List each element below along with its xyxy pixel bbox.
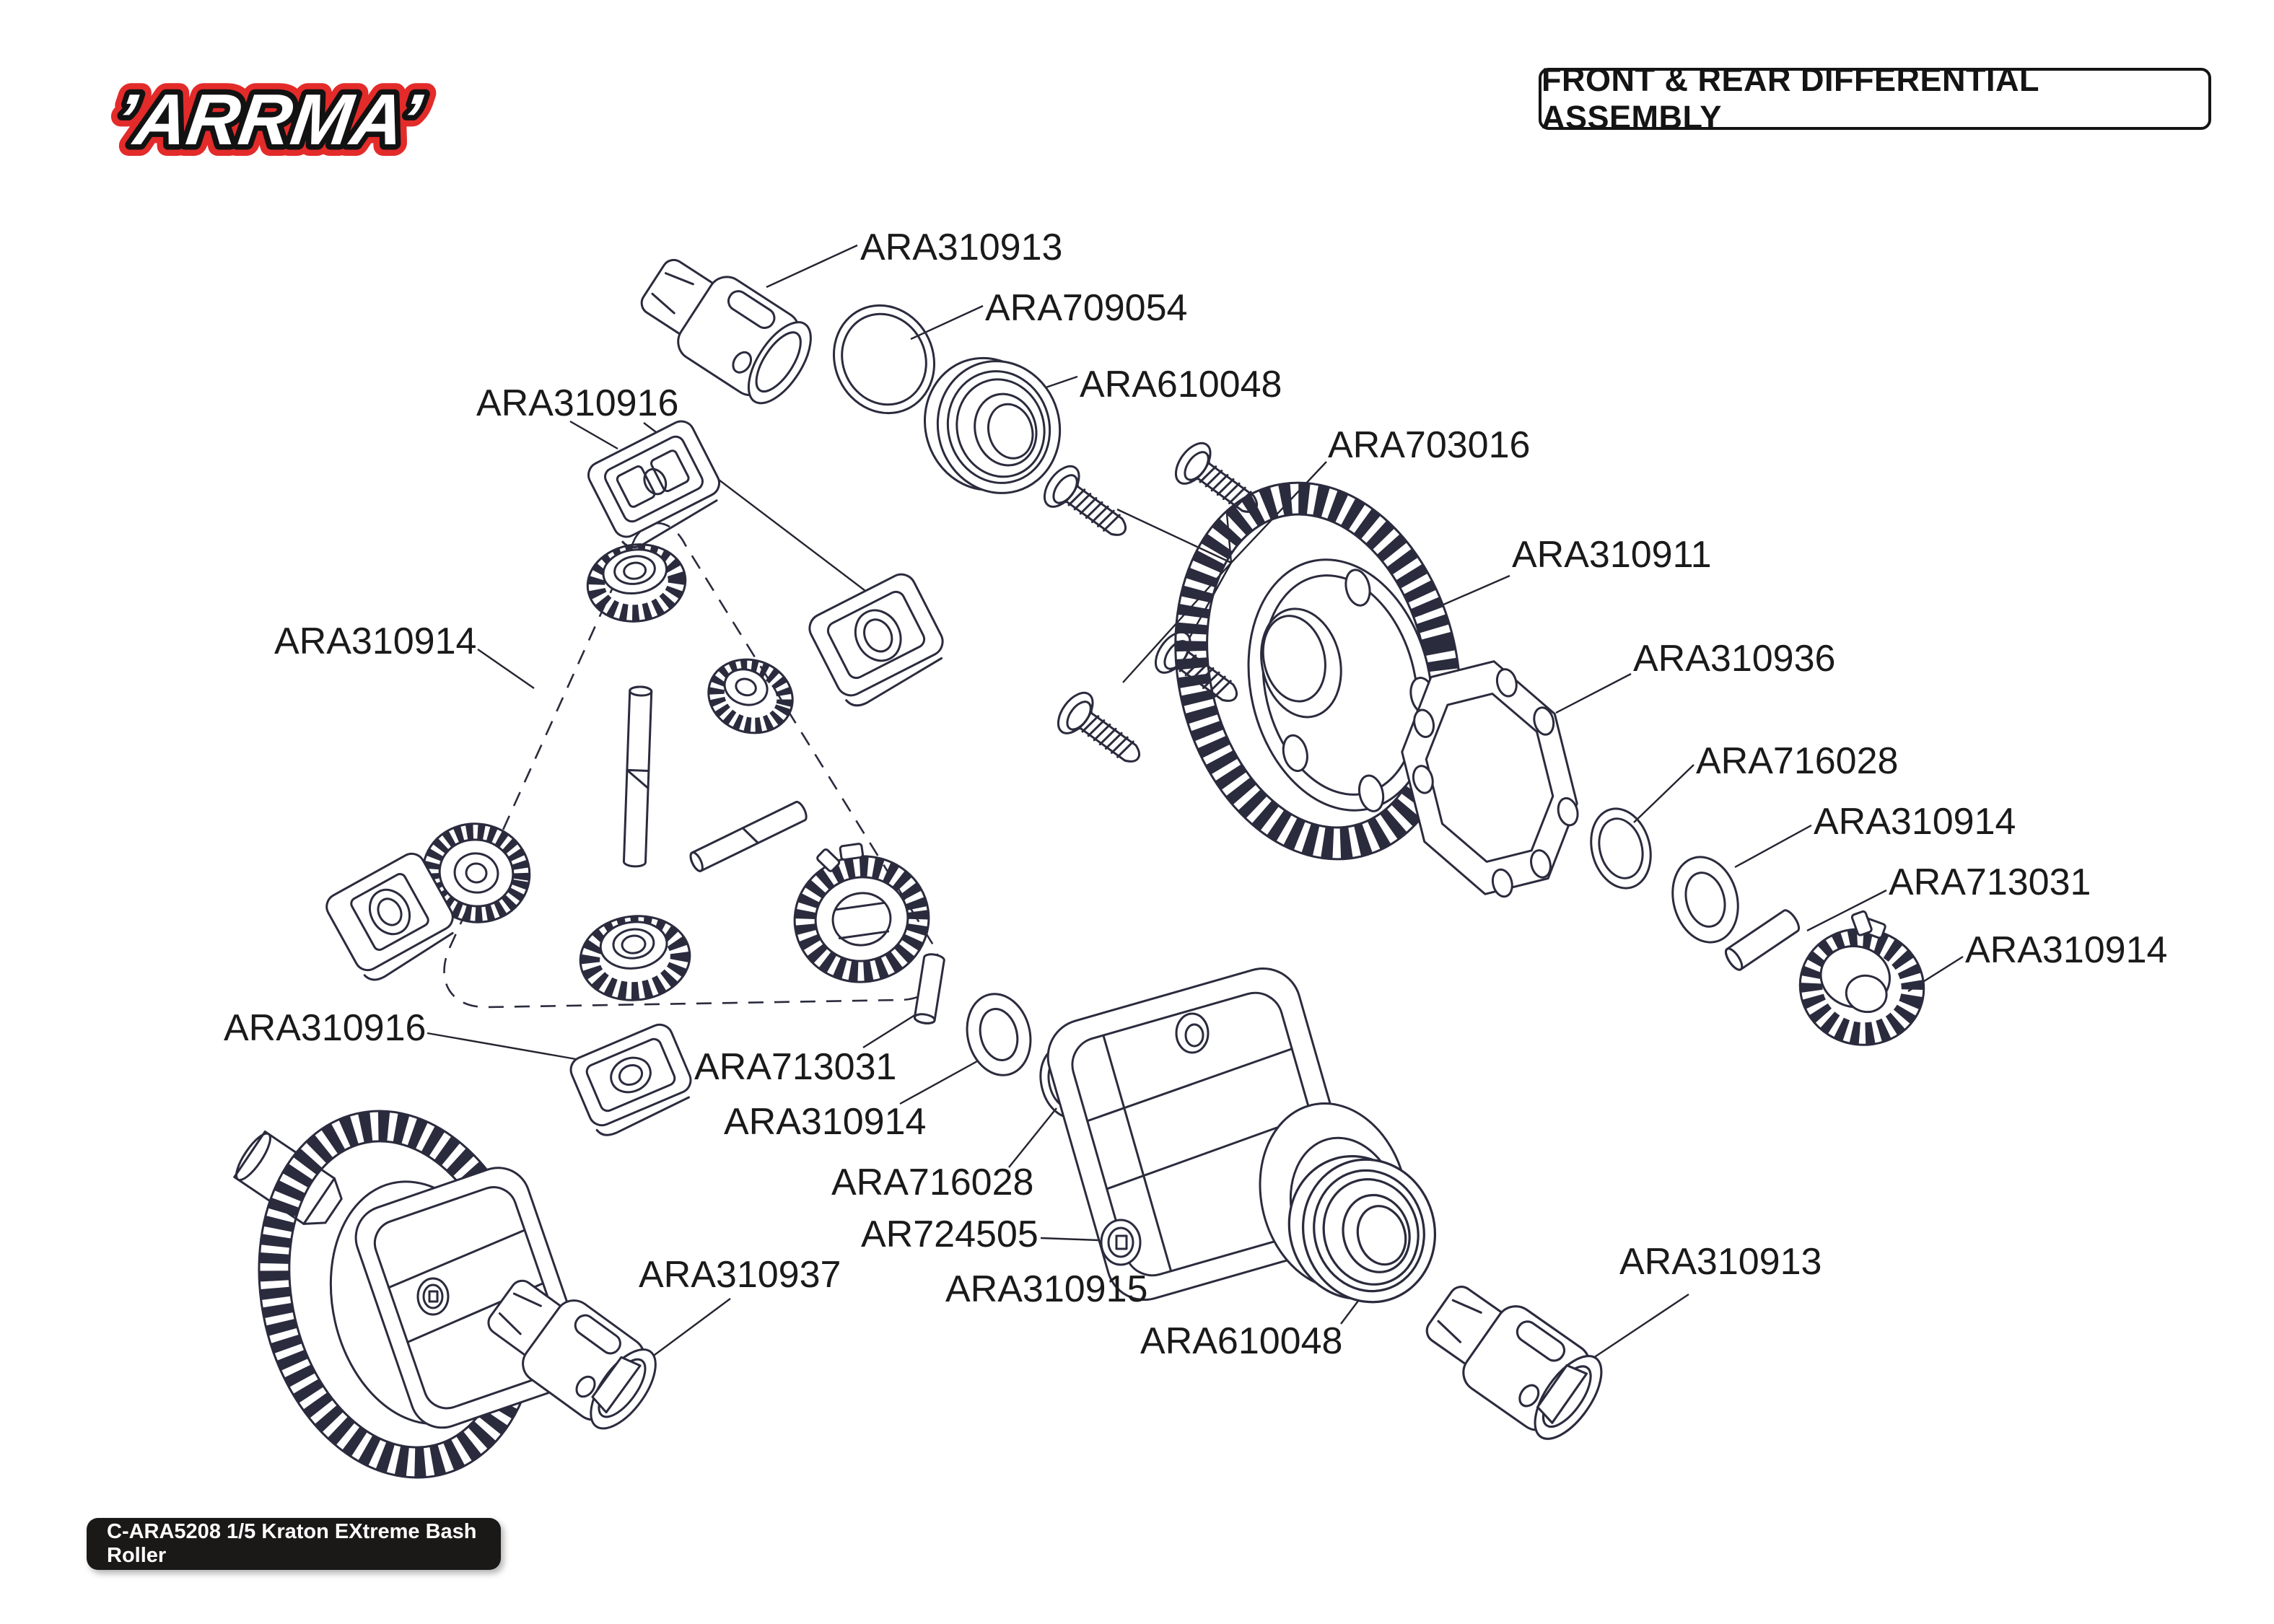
bevel-gear-bottom-drawing <box>579 915 691 1001</box>
part-label-ara310914-left: ARA310914 <box>274 620 477 662</box>
cross-pin-drawing <box>689 801 808 872</box>
assembled-diff-drawing <box>233 1110 669 1479</box>
pad-block-bottom-drawing <box>569 1023 692 1136</box>
screw-4-drawing <box>1147 625 1251 718</box>
page-title-box: FRONT & REAR DIFFERENTIAL ASSEMBLY <box>1539 61 2211 136</box>
screw-3-drawing <box>1050 685 1153 778</box>
kit-badge: C-ARA5208 1/5 Kraton EXtreme Bash Roller <box>87 1518 501 1570</box>
spline-output-gear-drawing <box>793 843 930 983</box>
bevel-pinion-top-drawing <box>586 543 687 623</box>
part-label-ara709054: ARA709054 <box>985 287 1188 329</box>
set-screw-drawing <box>1100 1219 1142 1266</box>
pin-right-drawing <box>1724 909 1801 971</box>
logo-outline-red: ’ARRMA’ <box>110 79 427 159</box>
part-label-ara310914-center: ARA310914 <box>724 1101 927 1143</box>
washer-right-drawing <box>1671 856 1739 944</box>
pad-block-right-drawing <box>808 573 944 707</box>
arrma-logo: ’ARRMA’ ’ARRMA’ ’ARRMA’ <box>98 68 439 171</box>
part-label-ara713031-center: ARA713031 <box>694 1046 897 1088</box>
part-label-ara713031-right: ARA713031 <box>1889 861 2091 903</box>
part-label-ara610048-bottom: ARA610048 <box>1140 1320 1343 1362</box>
pin-center-drawing <box>913 953 945 1024</box>
page-title: FRONT & REAR DIFFERENTIAL ASSEMBLY <box>1541 61 2039 136</box>
part-label-ara310913-bottom: ARA310913 <box>1619 1241 1822 1283</box>
washer-center-drawing <box>966 993 1032 1076</box>
part-label-ara310937: ARA310937 <box>639 1254 841 1296</box>
part-label-ara310915: ARA310915 <box>945 1268 1148 1310</box>
part-label-ara310916-top: ARA310916 <box>476 382 679 424</box>
ring-gear-drawing <box>1174 481 1461 861</box>
part-label-ara703016: ARA703016 <box>1328 424 1531 466</box>
screw-1-drawing <box>1036 459 1140 552</box>
part-label-ara310913-top: ARA310913 <box>860 227 1063 268</box>
pad-block-top-drawing <box>587 420 720 549</box>
gasket-drawing <box>1401 660 1579 898</box>
part-label-ara310914-far-right: ARA310914 <box>1965 929 2168 971</box>
part-label-ara310916-bottom: ARA310916 <box>224 1007 427 1049</box>
drive-cup-bottom-drawing <box>1412 1267 1616 1451</box>
shim-right-drawing <box>1590 807 1652 890</box>
part-label-ara310911: ARA310911 <box>1512 534 1712 576</box>
bevel-gear-mid-drawing <box>707 658 794 734</box>
bevel-gear-far-right-drawing <box>1798 910 1925 1046</box>
part-label-ara310914-right: ARA310914 <box>1814 801 2016 843</box>
part-label-ar724505: AR724505 <box>861 1213 1038 1255</box>
part-label-ara310936: ARA310936 <box>1633 638 1836 680</box>
cross-shaft-drawing <box>622 685 653 868</box>
logo-text: ’ARRMA’ <box>110 79 427 159</box>
part-label-ara716028-right: ARA716028 <box>1696 740 1899 782</box>
logo-outline-black: ’ARRMA’ <box>110 79 427 159</box>
part-label-ara610048-top: ARA610048 <box>1080 364 1282 405</box>
kit-badge-label: C-ARA5208 1/5 Kraton EXtreme Bash Roller <box>107 1520 477 1567</box>
pad-block-left-drawing <box>325 852 454 981</box>
o-ring-drawing <box>833 304 935 415</box>
part-label-ara716028-center: ARA716028 <box>831 1162 1034 1203</box>
